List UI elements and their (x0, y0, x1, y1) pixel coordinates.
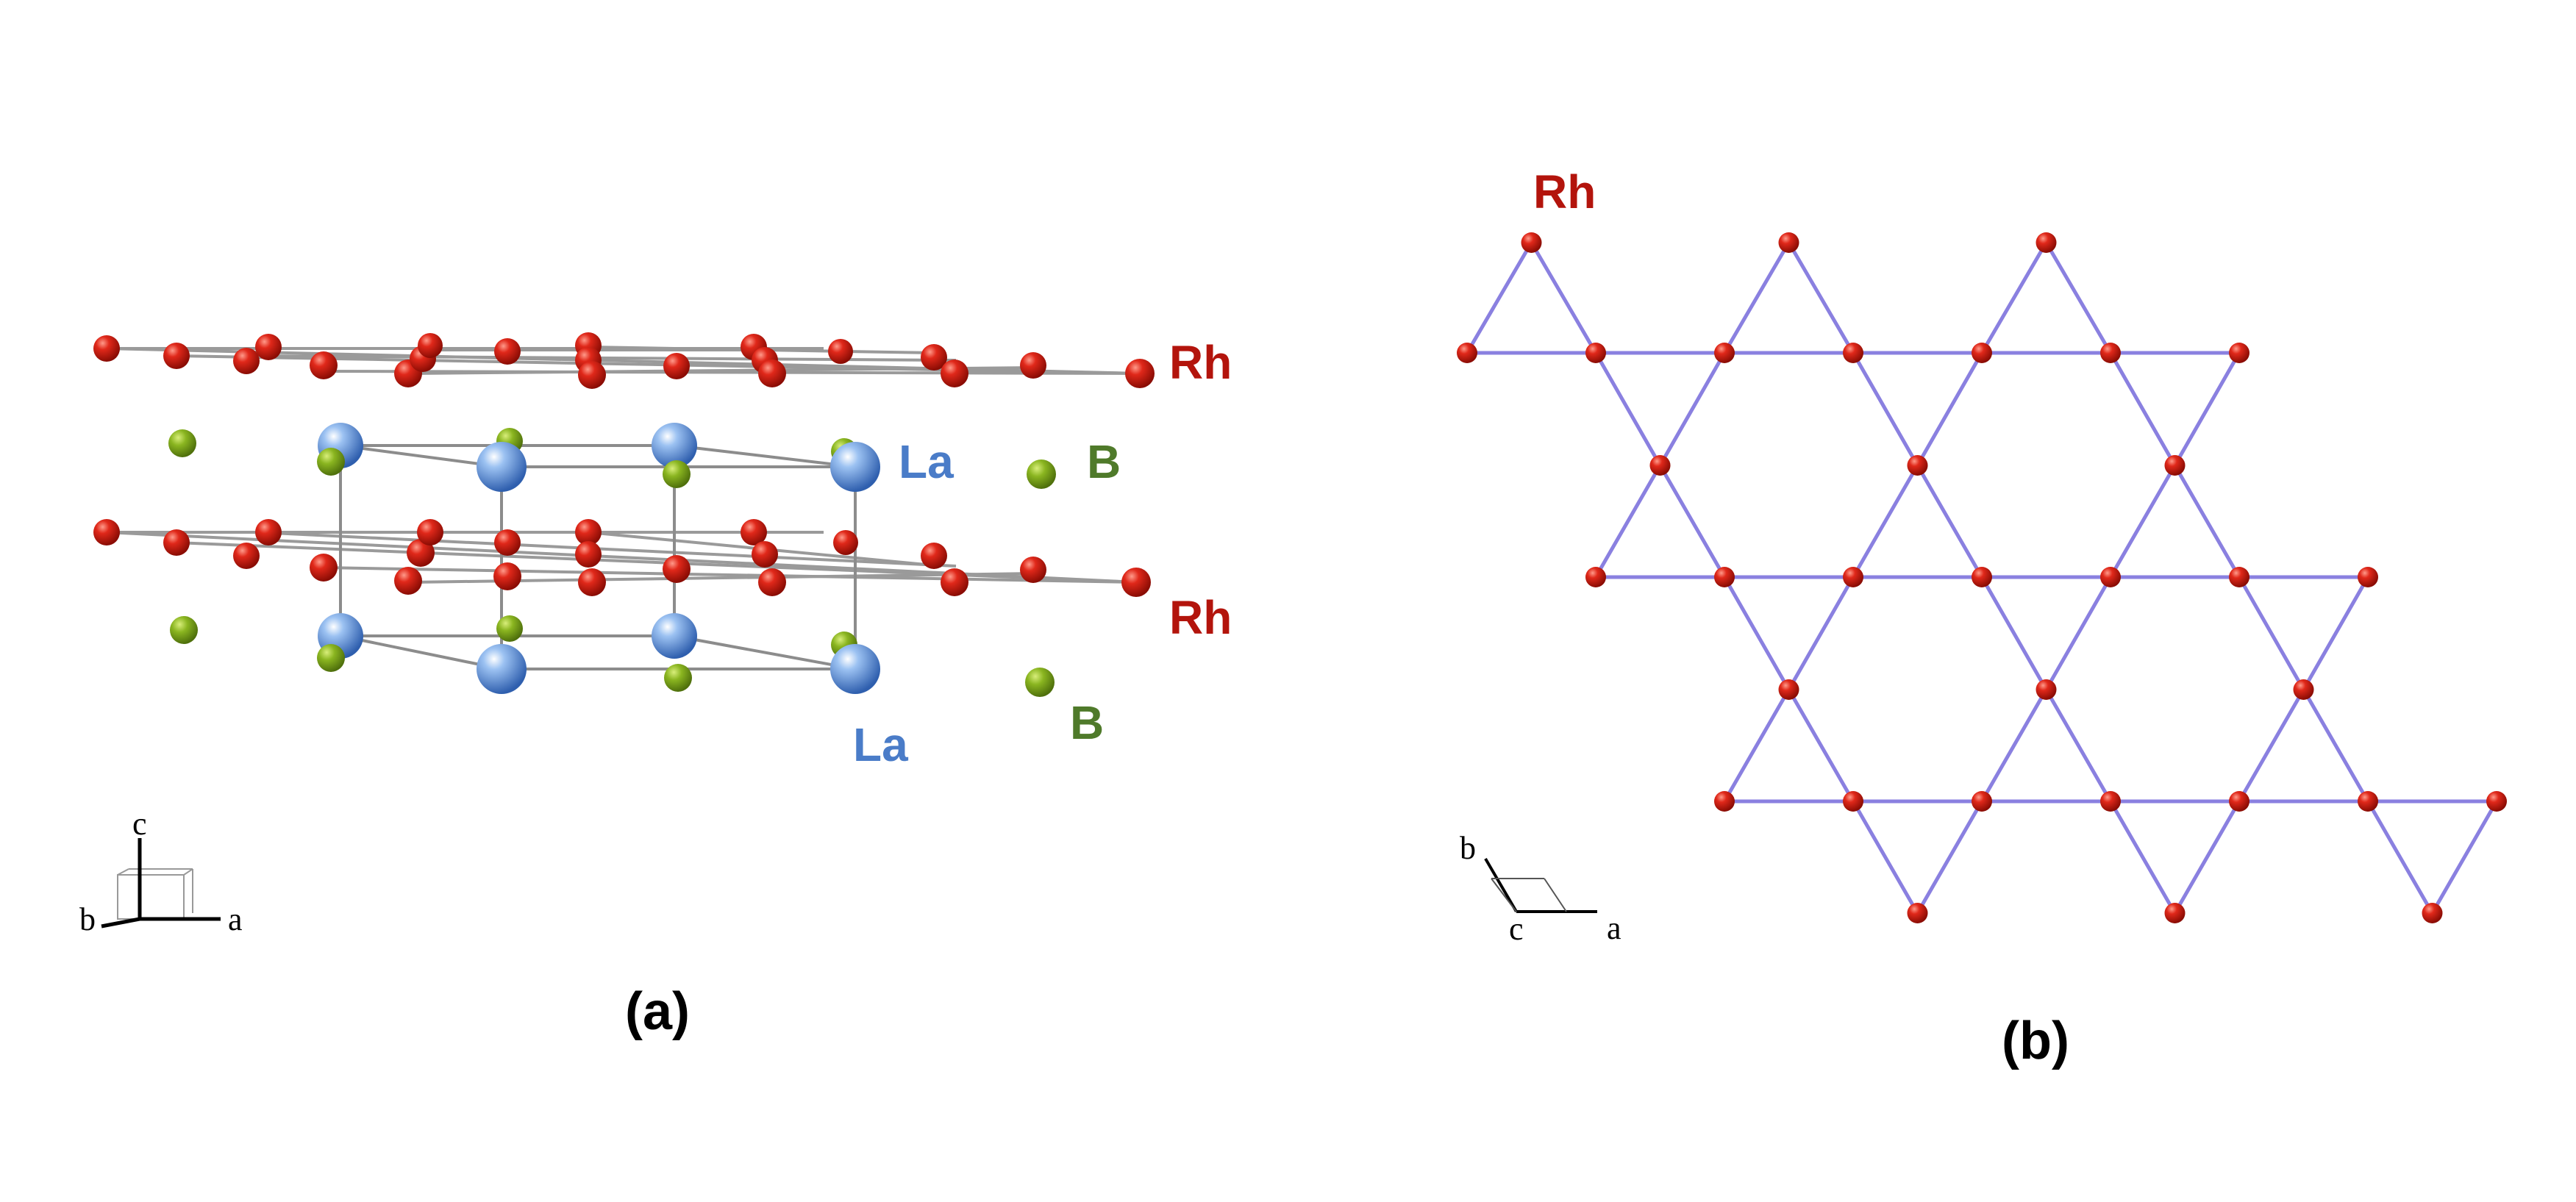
axis-label-c: c (132, 806, 147, 842)
kagome-bond (1916, 463, 1984, 579)
rh-atom (2100, 343, 2121, 363)
kagome-bond (2430, 799, 2499, 915)
label-b-bottom: B (1070, 696, 1104, 749)
b-atoms-upper-front (317, 448, 691, 488)
axis-label-a-kagome: a (1607, 910, 1621, 946)
rh-atom (1714, 343, 1735, 363)
kagome-bond (2108, 351, 2177, 468)
kagome-bond (1594, 351, 1662, 468)
panel-b-kagome-lattice: Rh b c a (b) (1457, 165, 2507, 1070)
rh-atom (2229, 791, 2249, 812)
rh-atom (1972, 567, 1992, 587)
kagome-bond (2237, 687, 2305, 804)
rh-atom (2486, 791, 2507, 812)
kagome-bond (1658, 463, 1727, 579)
rh-atom (2358, 791, 2378, 812)
rh-atom (1972, 343, 1992, 363)
kagome-bond (1851, 799, 1919, 915)
panel-a-axes-indicator: c b a (79, 806, 243, 937)
axis-label-a: a (228, 901, 243, 937)
kagome-bond (1980, 575, 2048, 692)
rh-atom (1649, 455, 1671, 476)
b-atoms-lower-front (317, 644, 692, 692)
rh-atom (1843, 567, 1863, 587)
axis-label-b: b (79, 901, 96, 937)
kagome-bond (2044, 687, 2113, 804)
rh-atoms-bottom-layer (93, 519, 1151, 597)
rh-atom (1907, 455, 1928, 476)
rh-atom (1457, 343, 1477, 363)
rh-atom (2358, 567, 2378, 587)
rh-atom (2100, 791, 2121, 812)
kagome-bond (2302, 687, 2370, 804)
kagome-bond (1916, 351, 1984, 468)
kagome-rh-atoms (1457, 232, 2507, 923)
rh-atom (1585, 567, 1606, 587)
rh-atom (1714, 567, 1735, 587)
la-atoms-upper (318, 423, 880, 492)
kagome-bond (1722, 687, 1791, 804)
kagome-bond (2044, 575, 2113, 692)
kagome-bond (1916, 799, 1984, 915)
kagome-bond (1658, 351, 1727, 468)
rh-atom (2229, 567, 2249, 587)
kagome-bond (2108, 799, 2177, 915)
kagome-bond (2108, 463, 2177, 579)
kagome-bond (1722, 575, 1791, 692)
rh-atom (2100, 567, 2121, 587)
la-atoms-lower (318, 613, 880, 694)
rh-atom (1714, 791, 1735, 812)
label-rh-bottom: Rh (1169, 591, 1232, 644)
kagome-bond (1787, 575, 1855, 692)
kagome-bond (2237, 575, 2305, 692)
kagome-bond (2366, 799, 2434, 915)
kagome-bond (2044, 240, 2113, 355)
label-b-top: B (1087, 435, 1121, 488)
rh-atom (2164, 455, 2186, 476)
rh-atom (2164, 903, 2186, 923)
panel-a-structure: Rh La B Rh La B c b a (a) (79, 332, 1232, 1041)
kagome-bond (1787, 687, 1855, 804)
rh-atoms-top-layer (93, 332, 1155, 389)
axis-label-b-kagome: b (1460, 830, 1476, 866)
rh-atom (1907, 903, 1928, 923)
rh-atom (2229, 343, 2249, 363)
rh-atom (1778, 232, 1799, 253)
label-la-bottom: La (853, 718, 908, 771)
rh-atom (2293, 679, 2314, 700)
rh-atom (1843, 343, 1863, 363)
axis-label-c-kagome: c (1509, 911, 1524, 947)
label-rh-top: Rh (1169, 336, 1232, 389)
kagome-bond (1851, 351, 1919, 468)
rh-atom (1521, 232, 1542, 253)
kagome-bond (1980, 240, 2048, 355)
kagome-bond (2173, 351, 2241, 468)
kagome-bond (2173, 799, 2241, 915)
rh-atom (2422, 903, 2443, 923)
rh-atom (1843, 791, 1863, 812)
kagome-bond (1594, 463, 1662, 579)
panel-a-caption: (a) (625, 982, 690, 1041)
label-rh-kagome: Rh (1533, 165, 1596, 218)
b-atoms-lower (170, 615, 1055, 697)
kagome-bond (1465, 240, 1533, 355)
panel-b-caption: (b) (2002, 1012, 2069, 1070)
kagome-bond (2173, 463, 2241, 579)
kagome-bond (2302, 575, 2370, 692)
rh-atom (2036, 679, 2057, 700)
label-la-top: La (899, 435, 954, 488)
kagome-bond (1530, 240, 1598, 355)
rh-atom (2036, 232, 2057, 253)
rh-atom (1585, 343, 1606, 363)
rh-atom (1778, 679, 1799, 700)
kagome-bond (1980, 687, 2048, 804)
kagome-bond (1851, 463, 1919, 579)
rh-atom (1972, 791, 1992, 812)
kagome-bond (1722, 240, 1791, 355)
kagome-bond (1787, 240, 1855, 355)
panel-b-axes-indicator: b c a (1460, 830, 1621, 947)
